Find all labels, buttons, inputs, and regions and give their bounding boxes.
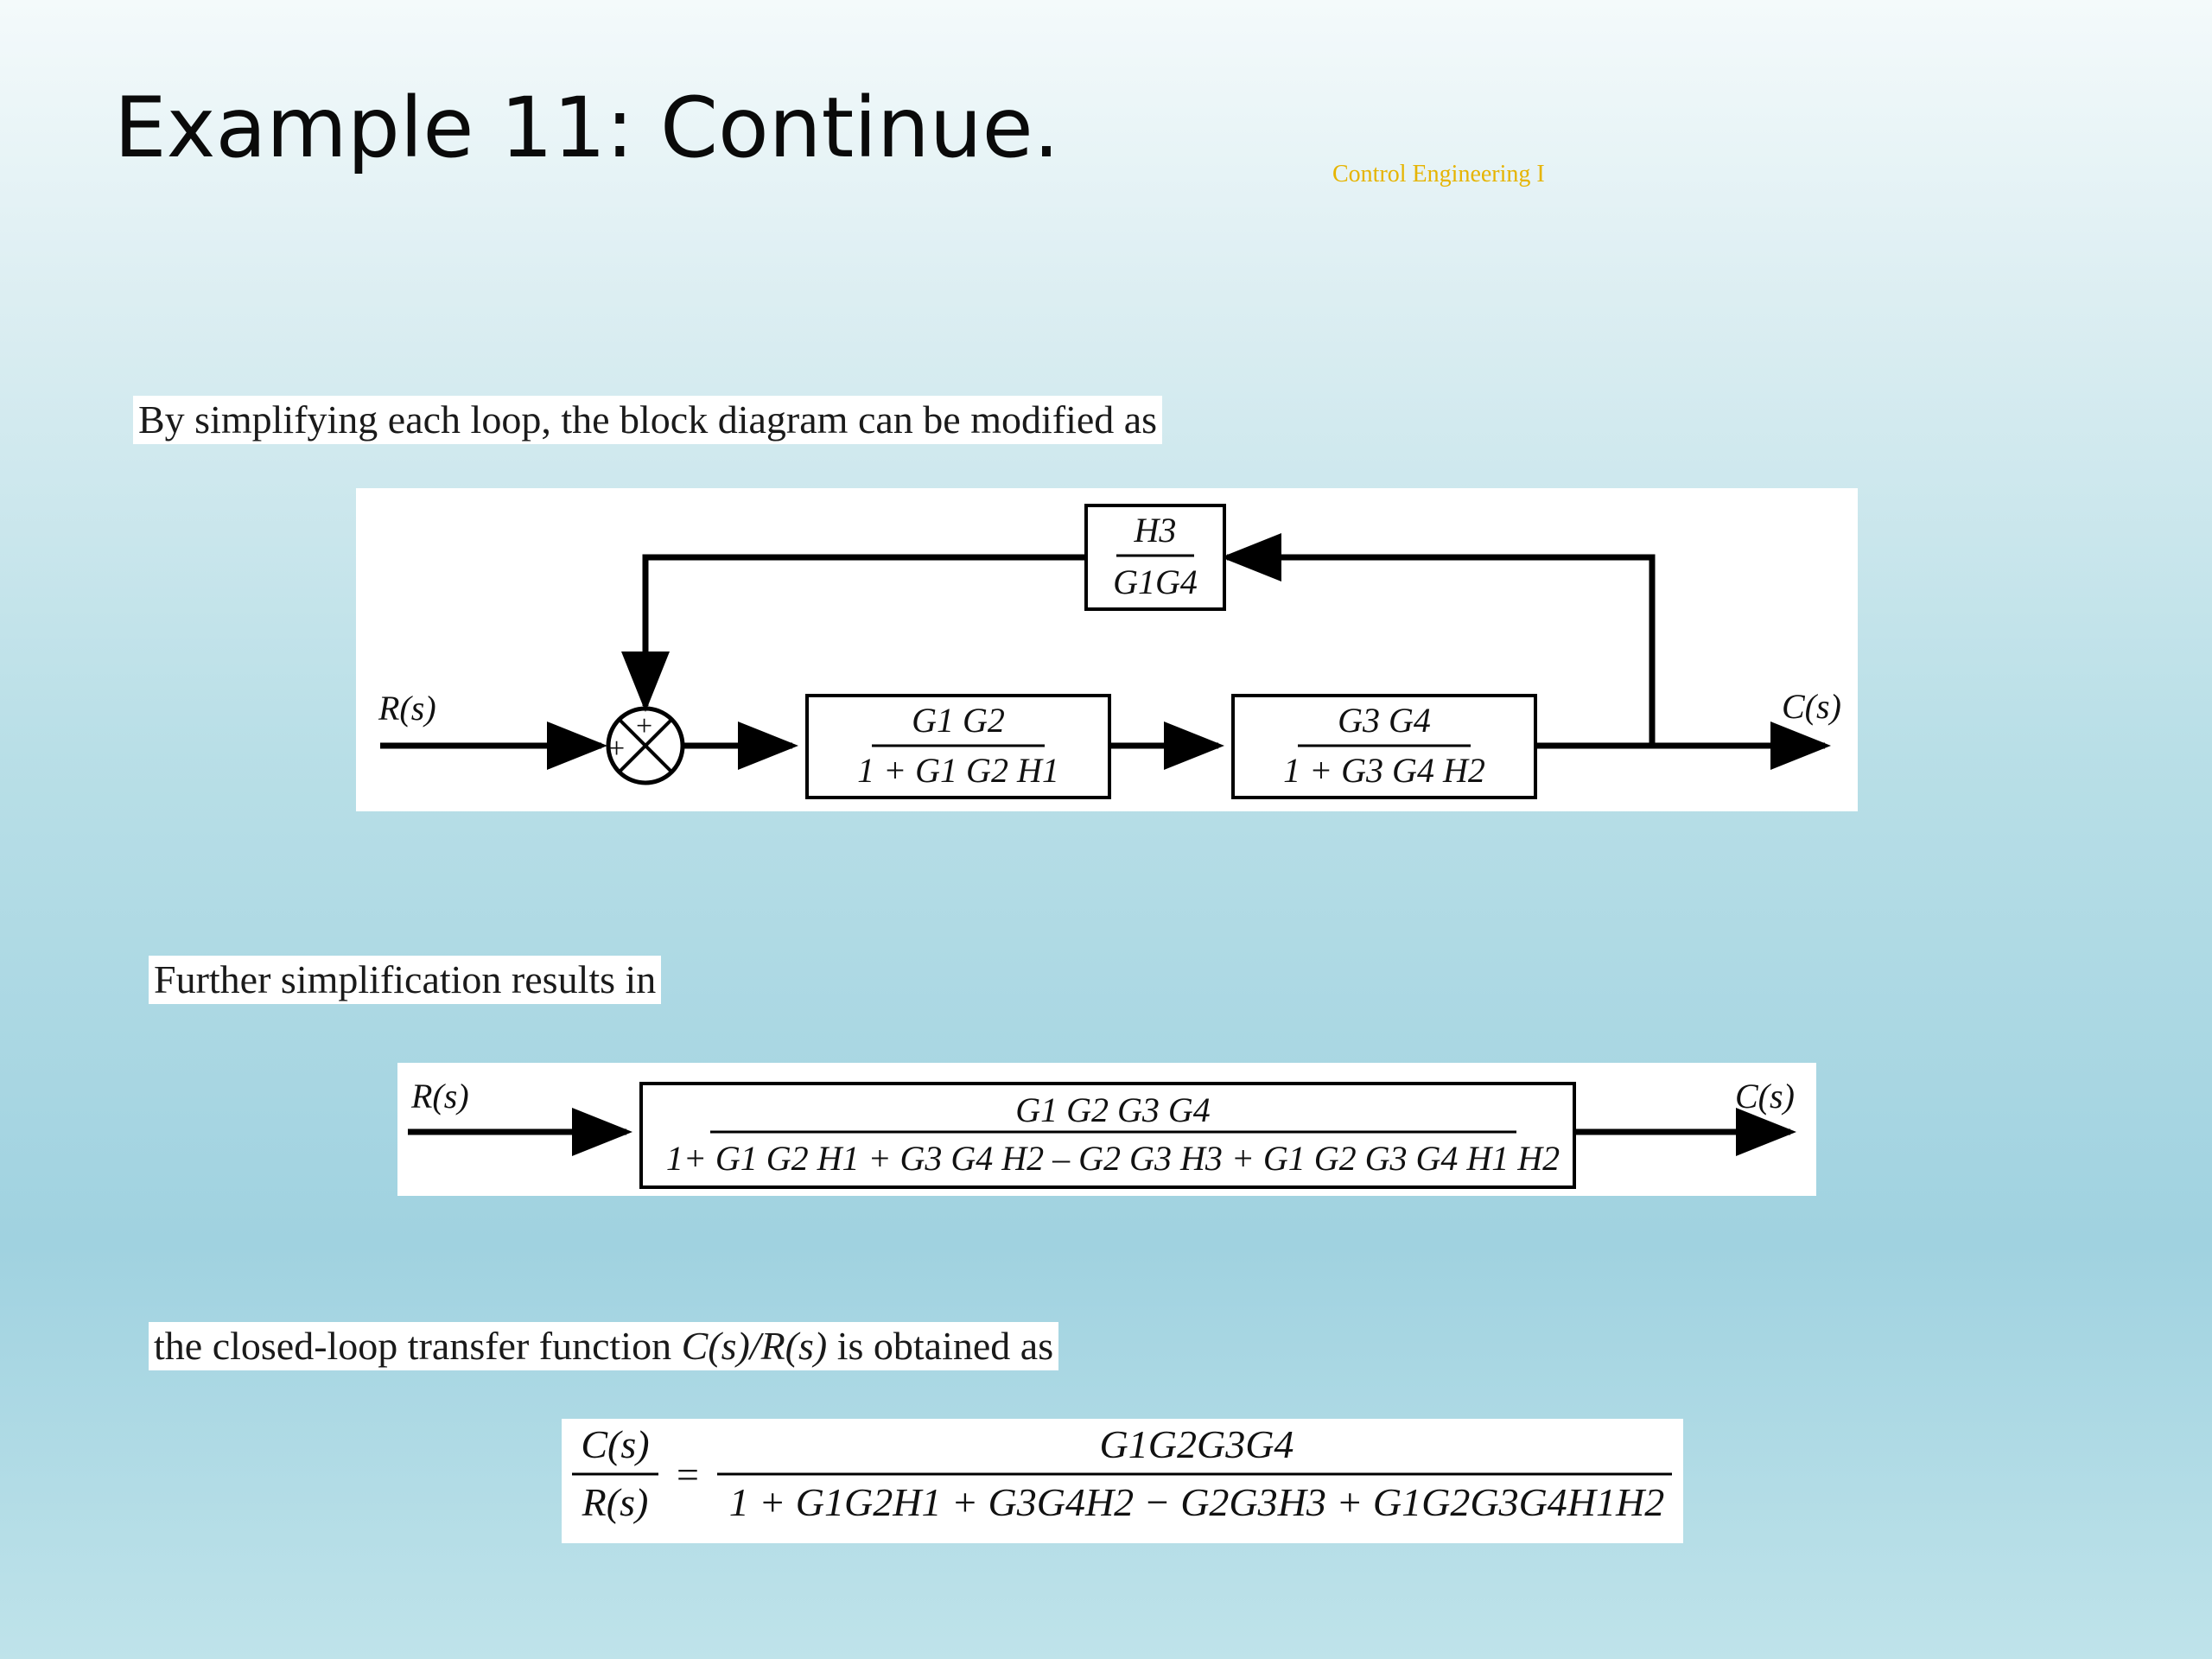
feedback-path-right — [1233, 554, 1656, 746]
forward-block-1: G1 G2 1 + G1 G2 H1 — [805, 694, 1111, 799]
feedback-path-left — [642, 554, 1086, 683]
caption-simplify-loops: By simplifying each loop, the block diag… — [133, 396, 1163, 444]
lhs-denominator: R(s) — [582, 1480, 649, 1524]
closed-loop-equation: C(s) R(s) = G1G2G3G4 1 + G1G2H1 + G3G4H2… — [562, 1419, 1683, 1543]
feedback-numerator: H3 — [1134, 511, 1177, 550]
course-name: Control Engineering I — [1332, 161, 1545, 188]
summer-sign-top: + — [636, 710, 652, 742]
input-label-2: R(s) — [410, 1077, 469, 1116]
forward-block-2: G3 G4 1 + G3 G4 H2 — [1231, 694, 1537, 799]
block1-denominator: 1 + G1 G2 H1 — [857, 751, 1059, 790]
block-diagram-single-block: R(s) G1 G2 G3 G4 1+ G1 G2 H1 + G3 G4 H2 … — [397, 1063, 1816, 1196]
block2-numerator: G3 G4 — [1338, 701, 1431, 740]
caption-closed-loop-prefix: the closed-loop transfer function — [154, 1324, 682, 1368]
rhs-denominator: 1 + G1G2H1 + G3G4H2 − G2G3H3 + G1G2G3G4H… — [729, 1480, 1664, 1524]
summing-junction: + + — [606, 706, 685, 785]
block-diagram-reduced-loops: R(s) + + G1 G2 1 + G1 G2 H1 G3 G4 1 + G3… — [356, 488, 1858, 811]
combined-transfer-block: G1 G2 G3 G4 1+ G1 G2 H1 + G3 G4 H2 – G2 … — [639, 1082, 1576, 1189]
input-label: R(s) — [378, 689, 436, 728]
caption-closed-loop-suffix: is obtained as — [827, 1324, 1054, 1368]
caption-further-simplification: Further simplification results in — [149, 956, 662, 1004]
feedback-block: H3 G1G4 — [1084, 504, 1226, 611]
slide-title: Example 11: Continue. — [114, 79, 1060, 176]
block-diagram-2-svg: R(s) G1 G2 G3 G4 1+ G1 G2 H1 + G3 G4 H2 … — [408, 1077, 1796, 1189]
output-label: C(s) — [1782, 687, 1841, 726]
equals-sign: = — [677, 1452, 699, 1497]
combined-numerator: G1 G2 G3 G4 — [1015, 1090, 1211, 1129]
equation-svg: C(s) R(s) = G1G2G3G4 1 + G1G2H1 + G3G4H2… — [572, 1422, 1672, 1524]
block-diagram-1-svg: R(s) + + G1 G2 1 + G1 G2 H1 G3 G4 1 + G3… — [378, 504, 1841, 799]
rhs-numerator: G1G2G3G4 — [1100, 1422, 1294, 1466]
caption-closed-loop-math: C(s)/R(s) — [681, 1324, 828, 1368]
block1-numerator: G1 G2 — [912, 701, 1005, 740]
block2-denominator: 1 + G3 G4 H2 — [1283, 751, 1485, 790]
feedback-denominator: G1G4 — [1113, 563, 1198, 601]
output-label-2: C(s) — [1735, 1077, 1795, 1116]
lhs-numerator: C(s) — [581, 1422, 649, 1466]
summer-sign-left: + — [608, 733, 625, 765]
caption-closed-loop: the closed-loop transfer function C(s)/R… — [149, 1322, 1059, 1370]
combined-denominator: 1+ G1 G2 H1 + G3 G4 H2 – G2 G3 H3 + G1 G… — [666, 1139, 1560, 1178]
